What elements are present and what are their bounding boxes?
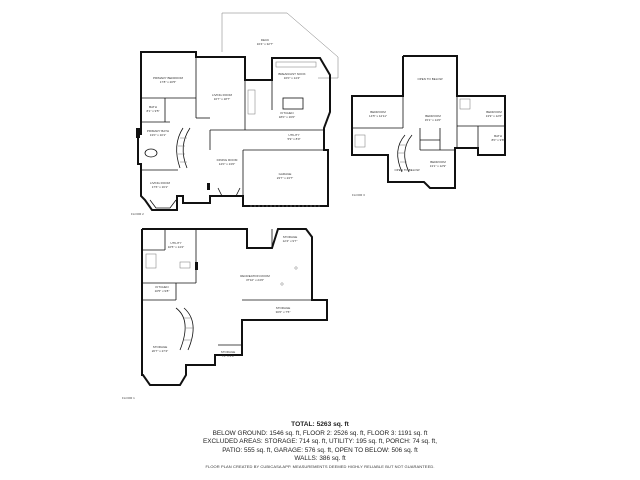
floor-plan-canvas: DECK 16'4" x 32'7" PRIMARY BEDROOM 17'8"… <box>122 12 506 400</box>
open-to-below-2-name: OPEN TO BELOW <box>394 168 419 172</box>
bath-f2-name: BATH <box>149 105 157 109</box>
floor-2-plan <box>136 12 339 211</box>
summary-line-4: WALLS: 386 sq. ft <box>294 455 346 463</box>
deck-name: DECK <box>261 38 269 42</box>
total-area: TOTAL: 5263 sq. ft <box>291 421 349 428</box>
bedroom-4-dims: 13'1" x 12'9" <box>430 164 446 168</box>
deck-dims: 16'4" x 32'7" <box>257 42 273 46</box>
open-to-below-1-name: OPEN TO BELOW <box>417 77 442 81</box>
primary-bedroom-dims: 17'8" x 20'5" <box>160 80 176 84</box>
utility-f1-name: UTILITY <box>170 241 181 245</box>
floor-2-room-labels: DECK 16'4" x 32'7" PRIMARY BEDROOM 17'8"… <box>131 38 306 216</box>
primary-bath-dims: 13'0" x 10'1" <box>150 133 166 137</box>
bedroom-4-name: BEDROOM <box>430 160 446 164</box>
floor-1-outer-wall <box>141 228 328 386</box>
bath-f3-name: BATH <box>494 134 502 138</box>
bedroom-1-name: BEDROOM <box>370 110 386 114</box>
summary-line-3: PATIO: 555 sq. ft, GARAGE: 576 sq. ft, O… <box>222 446 418 454</box>
storage-1-dims: 12'4" x 9'7" <box>283 239 298 243</box>
storage-3-dims: 20'7" x 27'4" <box>152 349 168 353</box>
primary-bath-name: PRIMARY BATH <box>147 129 169 133</box>
bedroom-2-name: BEDROOM <box>486 110 502 114</box>
utility-f2-dims: 5'9" x 8'0" <box>287 137 300 141</box>
primary-bedroom-name: PRIMARY BEDROOM <box>153 76 183 80</box>
living-room-f2-dims: 16'7" x 18'7" <box>214 97 230 101</box>
floor-3-room-labels: OPEN TO BELOW BEDROOM 14'5" x 12'11" BED… <box>352 77 505 197</box>
bath-f3-dims: 8'0" x 9'8" <box>491 138 504 142</box>
floor-1-room-labels: UTILITY 10'5" x 14'2" STORAGE 12'4" x 9'… <box>122 235 297 400</box>
floor-2-label: FLOOR 2 <box>131 212 144 216</box>
summary-line-2: EXCLUDED AREAS: STORAGE: 714 sq. ft, UTI… <box>203 438 437 446</box>
bedroom-3-dims: 15'1" x 14'0" <box>425 118 441 122</box>
living-room-f2-name: LIVING ROOM <box>212 93 233 97</box>
living-room-low-name: LIVING ROOM <box>150 181 171 185</box>
storage-1-name: STORAGE <box>283 235 298 239</box>
storage-3-name: STORAGE <box>153 345 168 349</box>
garage-dims: 23'7" x 23'7" <box>277 176 293 180</box>
kitchen-dims: 18'0" x 16'0" <box>279 115 295 119</box>
floor-3-outer-wall <box>351 55 506 189</box>
kitchen-f1-dims: 10'5" x 9'8" <box>155 289 170 293</box>
disclaimer: FLOOR PLAN CREATED BY CUBICASA APP. MEAS… <box>205 464 435 469</box>
living-room-low-dims: 17'6" x 16'1" <box>152 185 168 189</box>
breakfast-nook-dims: 16'0" x 14'4" <box>284 76 300 80</box>
dining-room-dims: 14'0" x 13'0" <box>219 162 235 166</box>
utility-f1-dims: 10'5" x 14'2" <box>168 245 184 249</box>
floor-1-plan <box>141 228 328 386</box>
kitchen-name: KITCHEN <box>280 111 293 115</box>
garage-name: GARAGE <box>279 172 292 176</box>
deck-outline <box>221 12 339 79</box>
bedroom-1-dims: 14'5" x 12'11" <box>369 114 387 118</box>
bedroom-3-name: BEDROOM <box>425 114 441 118</box>
bedroom-2-dims: 13'9" x 12'6" <box>486 114 502 118</box>
breakfast-nook-name: BREAKFAST NOOK <box>278 72 305 76</box>
kitchen-f1-name: KITCHEN <box>155 285 168 289</box>
utility-f2-name: UTILITY <box>288 133 299 137</box>
storage-4-name: STORAGE <box>221 350 236 354</box>
dining-room-name: DINING ROOM <box>217 158 238 162</box>
bath-f2-dims: 8'1" x 9'5" <box>146 109 159 113</box>
summary-line-1: BELOW GROUND: 1546 sq. ft, FLOOR 2: 2526… <box>212 429 428 437</box>
storage-2-dims: 30'0" x 7'5" <box>276 310 291 314</box>
recreation-room-name: RECREATION ROOM <box>240 274 270 278</box>
area-summary: TOTAL: 5263 sq. ft BELOW GROUND: 1546 sq… <box>150 421 490 464</box>
storage-4-dims: 7'6" x 6'0" <box>221 354 234 358</box>
storage-2-name: STORAGE <box>276 306 291 310</box>
floor-3-plan <box>351 55 506 189</box>
floor-1-label: FLOOR 1 <box>122 396 135 400</box>
recreation-room-dims: 37'10" x 24'6" <box>246 278 264 282</box>
floor-3-label: FLOOR 3 <box>352 193 365 197</box>
